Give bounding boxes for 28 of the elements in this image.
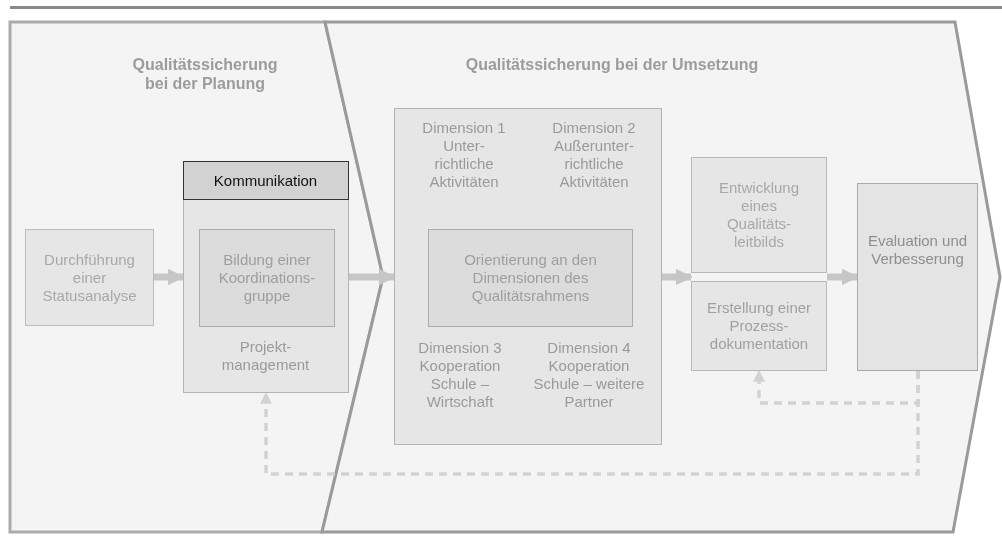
box-label: Orientierung an den Dimensionen des Qualitätsrahmens: [463, 251, 598, 305]
box-label: Evaluation und Verbesserung: [866, 232, 969, 268]
box-label: Bildung einer Koordinations- gruppe: [217, 251, 317, 305]
dimension-label: Dimension 3 Kooperation Schule – Wirtschaft: [417, 339, 503, 411]
box-label: Durchführung einer Statusanalyse: [41, 250, 138, 305]
arrow: [753, 369, 920, 405]
group-box: [183, 161, 349, 393]
panel-title: Qualitätssicherung bei der Planung: [131, 55, 279, 94]
group-box: [394, 108, 662, 445]
header-label: Kommunikation: [182, 160, 349, 200]
process-box: [691, 157, 827, 273]
process-box: [691, 281, 827, 371]
arrow: [349, 268, 396, 286]
box-label: Erstellung einer Prozess- dokumentation: [705, 299, 813, 353]
dimension-label: Dimension 1 Unter- richtliche Aktivitäten: [421, 119, 507, 191]
chevron-panel: [322, 22, 1002, 532]
dimension-label: Dimension 4 Kooperation Schule – weitere Partner: [532, 339, 646, 411]
process-box: [428, 229, 633, 327]
process-box: [25, 229, 154, 326]
arrow: [662, 268, 693, 286]
process-box: [199, 229, 335, 327]
dimension-label: Dimension 2 Außerunter- richtliche Aktivitäten: [551, 119, 637, 191]
chevron-panel: [10, 22, 383, 532]
box-label: Entwicklung eines Qualitäts- leitbilds: [717, 179, 800, 251]
process-box: [857, 183, 978, 371]
panel-title: Qualitätssicherung bei der Umsetzung: [464, 55, 760, 75]
box-label: Projekt- management: [220, 338, 311, 374]
arrow: [154, 268, 185, 286]
